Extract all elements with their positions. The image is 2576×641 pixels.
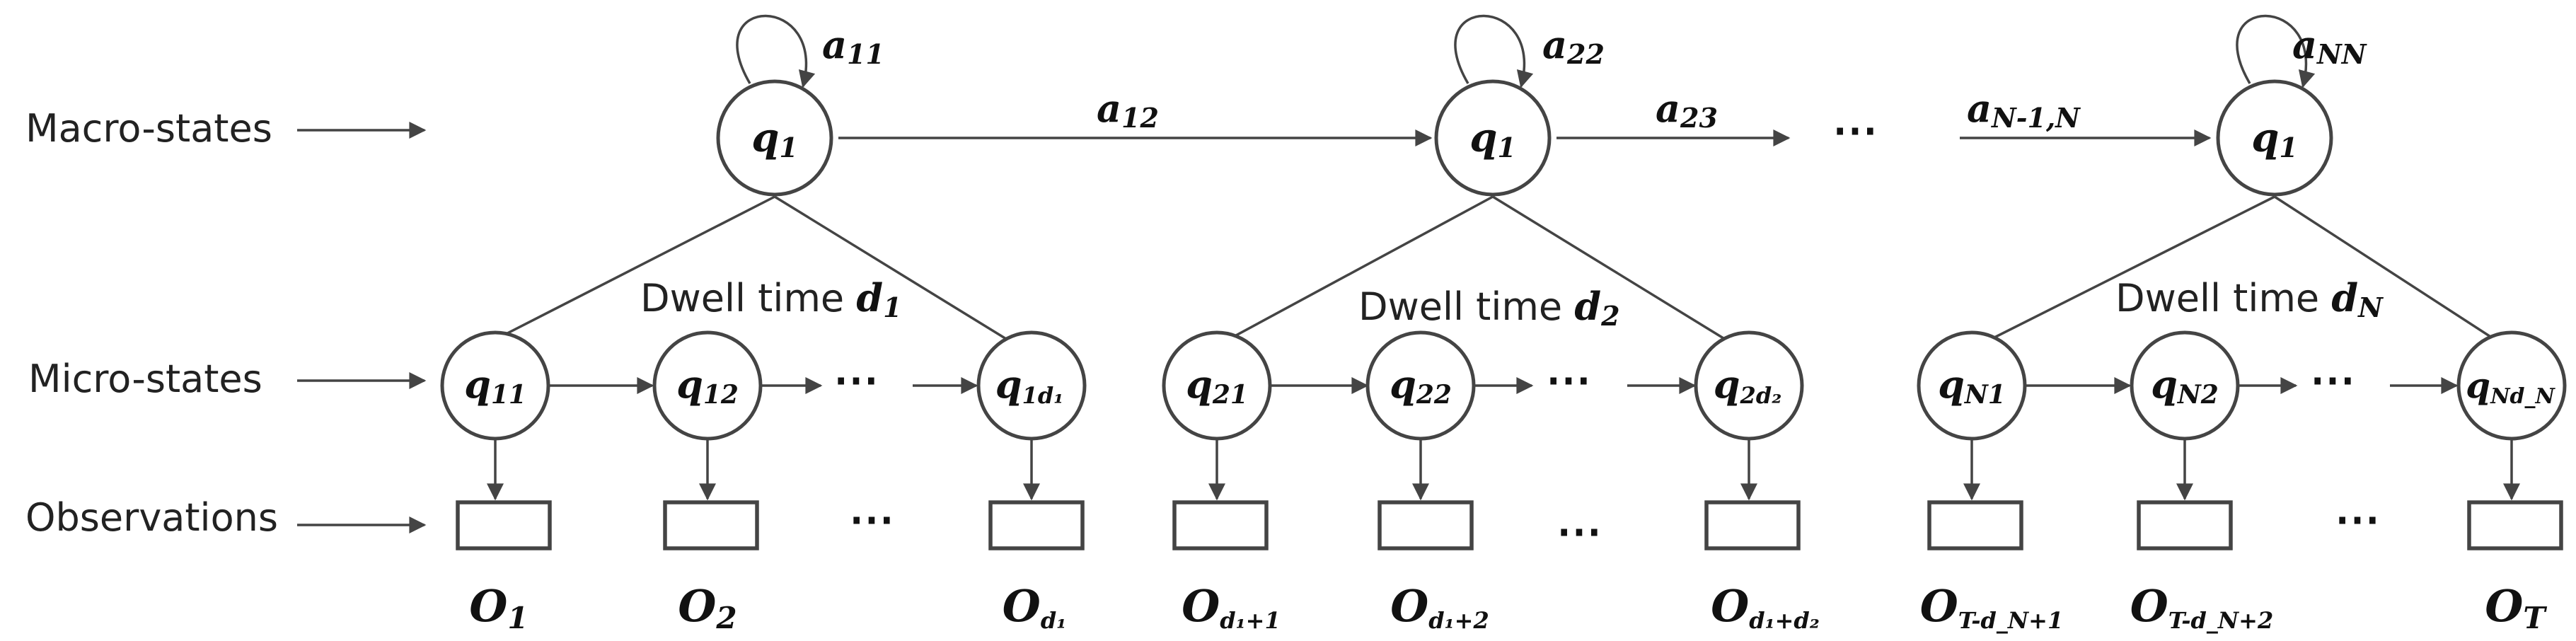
transition-a23: a23 [1556,86,1791,146]
observation-label-Od1: Od₁ [1003,580,1066,634]
macro-ellipsis: ⋯ [1832,103,1878,156]
dwell-tree-1 [480,195,1020,348]
dwell-time-label-2: Dwell time d2 [1358,284,1620,332]
macro-state-1: a11 q1 [716,14,884,197]
svg-text:qN1: qN1 [1938,362,2006,410]
observation-ellipsis-3: ⋯ [2335,492,2380,545]
svg-text:q12: q12 [676,362,739,410]
self-loop-label-a22: a22 [1542,22,1605,70]
observation-box-4 [1172,500,1269,550]
row-label-observations: Observations [25,495,278,540]
svg-text:q21: q21 [1186,362,1248,410]
svg-text:qNd_N: qNd_N [2466,364,2555,409]
micro-chain-3: ⋯ [2025,353,2459,406]
svg-text:q1: q1 [751,115,798,163]
svg-text:a12: a12 [1097,86,1159,134]
observation-label-Od1d2: Od₁+d₂ [1711,580,1820,634]
observation-box-7 [1927,500,2023,550]
observation-box-8 [2137,500,2233,550]
dwell-tree-3 [1970,195,2511,351]
svg-text:q1: q1 [1469,115,1516,163]
transition-a12: a12 [838,86,1433,146]
macro-state-3: aNN q1 [2216,14,2367,197]
micro-state-q2d2: q2d₂ [1694,330,1804,441]
observation-box-5 [1377,500,1474,550]
emission-arrows [487,439,2520,501]
micro-chain-2: ⋯ [1270,353,1697,406]
macro-state-2: a22 q1 [1434,14,1605,197]
dwell-time-label-3: Dwell time dN [2115,275,2384,323]
observation-label-O2: O2 [678,580,737,635]
svg-text:aN-1,N: aN-1,N [1967,86,2081,134]
micro-state-qN2: qN2 [2130,330,2240,441]
observation-box-1 [456,500,552,550]
micro-chain-1: ⋯ [548,353,978,406]
micro-state-qNdN: qNd_N [2456,330,2567,441]
svg-text:q11: q11 [464,362,526,410]
observation-box-2 [663,500,759,550]
observation-label-OTdN2: OT-d_N+2 [2130,580,2274,634]
self-loop-label-aNN: aNN [2292,22,2367,70]
micro-state-q12: q12 [652,330,763,441]
transition-aN-1N: aN-1,N [1960,86,2212,146]
observation-label-OT: OT [2485,580,2547,635]
observation-box-9 [2467,500,2563,550]
micro-state-q11: q11 [440,330,550,441]
svg-text:q2d₂: q2d₂ [1714,362,1781,409]
observation-label-O1: O1 [469,580,528,635]
observation-label-OTdN1: OT-d_N+1 [1920,580,2064,634]
dwell-time-label-1: Dwell time d1 [640,275,902,323]
row-label-macro-states: Macro-states [25,106,272,151]
micro-state-q21: q21 [1162,330,1272,441]
dwell-tree-2 [1209,195,1743,351]
micro-state-qN1: qN1 [1917,330,2027,441]
svg-text:a23: a23 [1656,86,1718,134]
observation-ellipsis-2: ⋯ [1556,504,1602,558]
svg-text:q1: q1 [2251,115,2298,163]
svg-text:qN2: qN2 [2151,362,2219,410]
svg-text:q22: q22 [1390,362,1452,410]
micro-state-q1d1: q1d₁ [976,330,1087,441]
micro-state-q22: q22 [1365,330,1476,441]
self-loop-label-a11: a11 [822,22,884,70]
svg-text:⋯: ⋯ [1546,353,1591,406]
observation-boxes [456,500,2563,550]
observation-box-3 [988,500,1085,550]
svg-text:⋯: ⋯ [833,353,879,406]
svg-text:⋯: ⋯ [2310,353,2355,406]
observation-label-Od1plus2: Od₁+2 [1390,580,1489,634]
observation-box-6 [1704,500,1801,550]
observation-ellipsis-1: ⋯ [849,492,894,545]
row-label-micro-states: Micro-states [28,357,262,401]
observation-label-Od1plus1: Od₁+1 [1182,580,1280,634]
svg-text:q1d₁: q1d₁ [995,362,1063,409]
